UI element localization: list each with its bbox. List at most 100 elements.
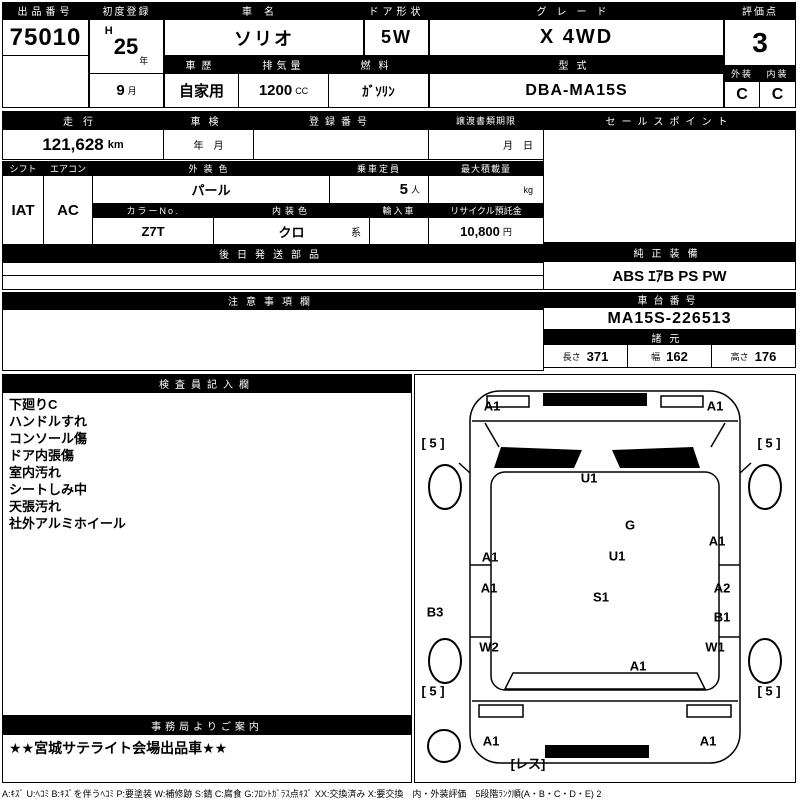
- shaken-header: 車検: [163, 111, 254, 129]
- front-grille: [543, 393, 647, 406]
- inspector-note-line: ハンドルすれ: [9, 414, 88, 429]
- caution-value: [2, 309, 544, 371]
- score-value: 3: [724, 19, 796, 66]
- mileage-number: 121,628: [42, 134, 104, 154]
- grade-header: グレード: [429, 2, 724, 19]
- caution-header: 注意事項欄: [2, 292, 544, 309]
- damage-mark: B1: [713, 609, 731, 625]
- capacity-header: 乗車定員: [329, 161, 429, 175]
- exterior-color-value: パール: [92, 175, 330, 204]
- damage-mark: A1: [482, 733, 500, 749]
- transfer-deadline-header: 譲渡書類期限: [428, 111, 544, 129]
- history-value: 自家用: [164, 73, 239, 108]
- aircon-value: AC: [43, 175, 93, 245]
- fuel-header: 燃料: [328, 55, 429, 73]
- inspector-header: 検査員記入欄: [2, 374, 412, 392]
- grade-value: X 4WD: [429, 19, 724, 56]
- interior-score-value: C: [759, 81, 796, 108]
- later-parts-header: 後日発送部品: [2, 245, 544, 262]
- first-registration-header: 初度登録: [89, 2, 164, 19]
- auction-no-empty-cell: [2, 55, 89, 108]
- equipment-header: 純正装備: [543, 243, 796, 261]
- wheels-group: [427, 464, 782, 763]
- damage-mark: U1: [580, 470, 598, 486]
- color-no-value: Z7T: [92, 217, 214, 245]
- inspector-note-line: コンソール傷: [9, 431, 88, 446]
- fuel-value: ｶﾞｿﾘﾝ: [328, 73, 429, 108]
- interior-color-name: クロ: [278, 224, 305, 240]
- chassis-no-header: 車台番号: [543, 292, 796, 307]
- height-value: 176: [754, 348, 777, 364]
- shift-header: シフト: [2, 161, 44, 175]
- mileage-value: 121,628 km: [2, 129, 164, 160]
- sales-point-value: [543, 129, 796, 243]
- damage-mark: A1: [706, 398, 724, 414]
- hood-lines: [484, 422, 726, 448]
- max-load-header: 最大積載量: [428, 161, 544, 175]
- damage-mark: G: [624, 517, 636, 533]
- imported-header: 輸入車: [369, 203, 429, 217]
- dimensions-header: 諸元: [543, 330, 796, 345]
- office-header: 事務局よりご案内: [2, 716, 412, 734]
- rear-garnish: [545, 745, 649, 758]
- mileage-unit: km: [107, 138, 124, 151]
- damage-mark: A2: [713, 580, 731, 596]
- first-registration-year: H 25 年: [89, 19, 164, 74]
- dimension-length: 長さ 371: [543, 344, 628, 368]
- headlight-right: [660, 395, 704, 408]
- inspector-note-line: 天張汚れ: [9, 499, 62, 514]
- inspector-note-line: 社外アルミホイール: [9, 516, 126, 531]
- displacement-value: 1200 CC: [238, 73, 329, 108]
- score-header: 評価点: [724, 2, 796, 19]
- width-value: 162: [666, 348, 688, 364]
- displacement-header: 排気量: [238, 55, 329, 73]
- office-message: ★★宮城サテライト会場出品車★★: [9, 740, 228, 756]
- rear-window: [503, 672, 707, 690]
- spare-tire-icon: [427, 729, 461, 763]
- headlight-left: [486, 395, 530, 408]
- interior-score-header: 内装: [759, 65, 796, 82]
- interior-color-header: 内装色: [213, 203, 370, 217]
- later-parts-row1: [2, 262, 544, 276]
- max-load-value: kg: [428, 175, 544, 204]
- year-unit: 年: [139, 56, 149, 66]
- model-code-value: DBA-MA15S: [429, 73, 724, 108]
- damage-mark: [ 5 ]: [421, 683, 445, 699]
- registration-no-header: 登録番号: [253, 111, 429, 129]
- damage-mark: U1: [608, 548, 626, 564]
- taillight-left: [478, 704, 524, 718]
- car-body-outline: [469, 390, 741, 764]
- model-code-header: 型式: [429, 55, 724, 73]
- inspector-note-line: 室内汚れ: [9, 465, 62, 480]
- damage-mark: A1: [708, 533, 726, 549]
- length-value: 371: [586, 348, 609, 364]
- later-parts-row2: [2, 275, 544, 290]
- chassis-no-value: MA15S-226513: [543, 307, 796, 330]
- interior-color-suffix: 系: [351, 227, 361, 239]
- interior-color-value: クロ 系: [213, 217, 370, 245]
- damage-mark: B3: [426, 604, 444, 620]
- car-body-group: [458, 390, 752, 764]
- width-label: 幅: [651, 351, 661, 362]
- dimension-height: 高さ 176: [711, 344, 796, 368]
- auction-no-header: 出品番号: [2, 2, 89, 19]
- month-unit: 月: [127, 86, 137, 96]
- length-label: 長さ: [562, 351, 581, 362]
- capacity-number: 5: [399, 181, 408, 198]
- exterior-score-value: C: [724, 81, 760, 108]
- damage-mark: A1: [483, 398, 501, 414]
- windshield-right: [612, 447, 700, 468]
- era-letter: H: [104, 25, 113, 37]
- first-registration-month: 9 月: [89, 73, 164, 108]
- displacement-number: 1200: [258, 82, 293, 99]
- dimension-width: 幅 162: [627, 344, 712, 368]
- exterior-score-header: 外装: [724, 65, 760, 82]
- wheel-rear-right: [748, 638, 782, 684]
- recycle-deposit-value: 10,800 円: [428, 217, 544, 245]
- wheel-rear-left: [428, 638, 462, 684]
- mileage-header: 走行: [2, 111, 164, 129]
- shaken-value: 年 月: [163, 129, 254, 160]
- history-header: 車歴: [164, 55, 239, 73]
